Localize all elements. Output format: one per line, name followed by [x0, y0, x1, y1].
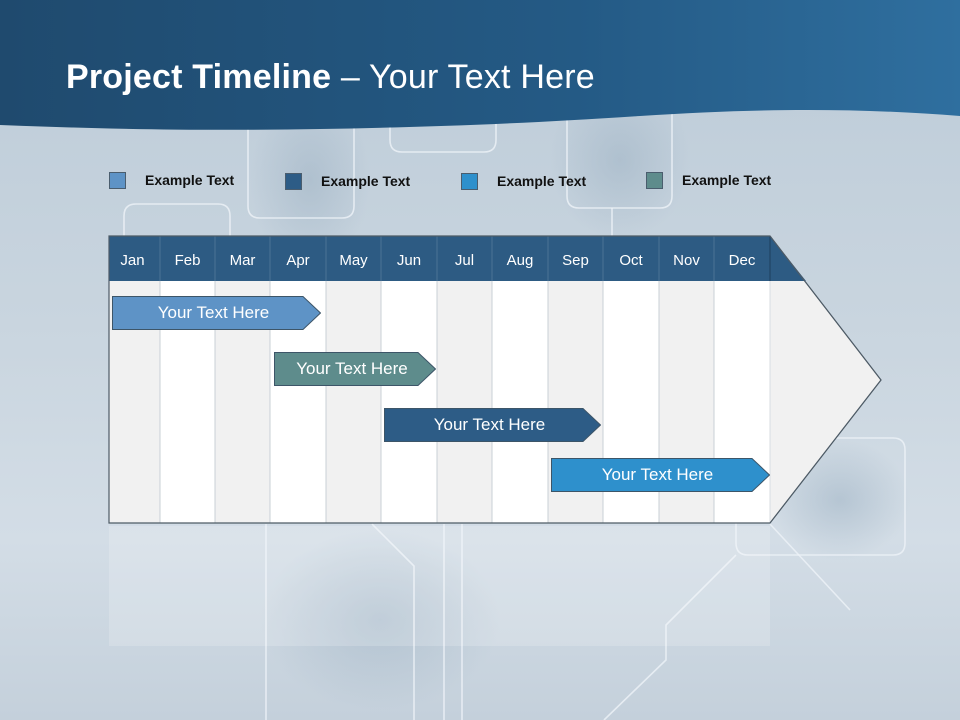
- month-header-band: [109, 236, 806, 281]
- legend-swatch: [646, 171, 663, 189]
- task-arrow: [551, 458, 770, 492]
- month-label: Aug: [507, 252, 534, 269]
- month-label: Mar: [230, 252, 256, 269]
- legend-swatch: [109, 171, 126, 189]
- legend-item: Example Text: [646, 170, 771, 190]
- month-column: [381, 281, 437, 523]
- task-bar: Your Text Here: [274, 352, 436, 386]
- title-bold: Project Timeline: [66, 58, 332, 96]
- task-arrow: [112, 296, 321, 330]
- legend-item: Example Text: [109, 170, 234, 190]
- title-rest: – Your Text Here: [331, 58, 595, 96]
- month-label: Feb: [175, 252, 201, 269]
- task-label: Your Text Here: [157, 303, 270, 322]
- month-label: Nov: [673, 252, 700, 269]
- month-label: Jul: [455, 252, 474, 269]
- legend-label: Example Text: [682, 172, 772, 188]
- legend-label: Example Text: [145, 172, 235, 188]
- task-label: Your Text Here: [296, 359, 408, 378]
- legend-item: Example Text: [285, 171, 410, 191]
- legend-label: Example Text: [321, 173, 411, 189]
- task-bar: Your Text Here: [551, 458, 770, 492]
- month-column: [326, 281, 381, 523]
- task-bar: Your Text Here: [112, 296, 321, 330]
- legend-swatch: [285, 172, 302, 190]
- legend-item: Example Text: [461, 171, 586, 191]
- legend-swatch: [461, 172, 478, 190]
- month-label: Jun: [397, 252, 421, 269]
- timeline-outline: [108, 235, 882, 524]
- month-label: Jan: [120, 252, 144, 269]
- month-label: May: [339, 252, 368, 269]
- task-arrow-shape: [551, 458, 770, 492]
- month-column: [492, 281, 548, 523]
- task-bar: Your Text Here: [384, 408, 601, 442]
- page-title: Project Timeline – Your Text Here: [66, 58, 595, 97]
- task-arrow-shape: [112, 296, 321, 330]
- task-arrow: [384, 408, 601, 442]
- month-label: Sep: [562, 252, 589, 269]
- month-label: Dec: [729, 252, 756, 269]
- task-arrow-shape: [274, 352, 436, 386]
- month-label: Apr: [286, 252, 309, 269]
- task-arrow-shape: [384, 408, 601, 442]
- month-column: [437, 281, 492, 523]
- task-label: Your Text Here: [433, 415, 546, 434]
- task-label: Your Text Here: [601, 465, 714, 484]
- legend-label: Example Text: [497, 173, 587, 189]
- task-arrow: [274, 352, 436, 386]
- month-label: Oct: [619, 252, 643, 269]
